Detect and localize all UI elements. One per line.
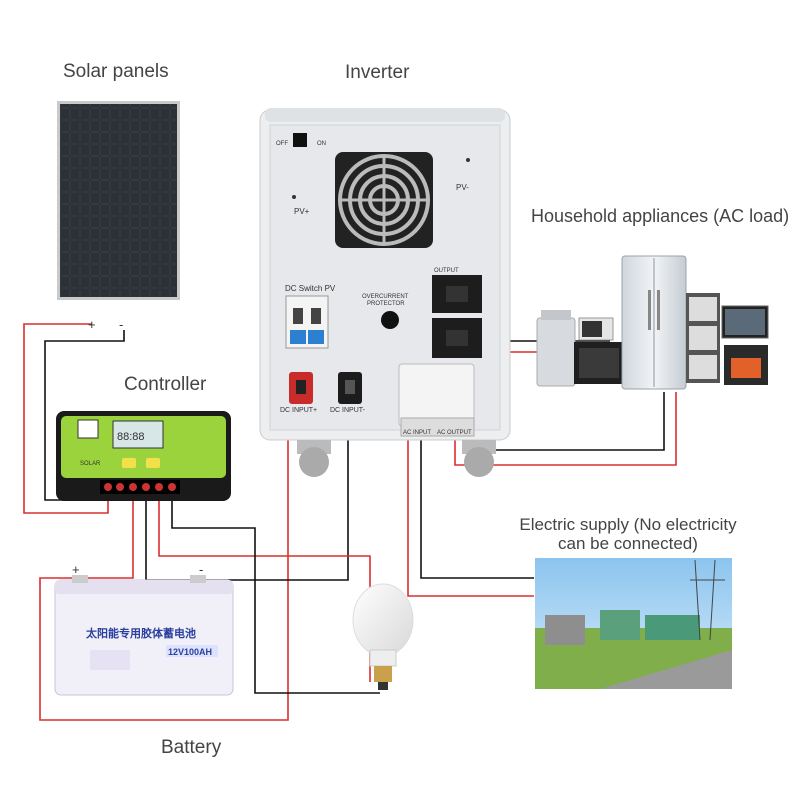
wire-ctrl-batt-plus — [39, 430, 289, 721]
ac-input-label: AC INPUT — [403, 430, 431, 436]
wire-ac-input-black — [420, 428, 534, 579]
power-switch-icon[interactable] — [293, 133, 307, 147]
charge-controller: 88:88 SOLAR — [56, 411, 231, 501]
dc-terminal-minus[interactable] — [338, 372, 362, 404]
panel-plus-mark: + — [88, 317, 96, 332]
battery-label: Battery — [161, 737, 222, 758]
dc-input-plus-label: DC INPUT+ — [280, 407, 317, 414]
output-label: OUTPUT — [434, 268, 459, 274]
wire-ac-output-red — [454, 392, 677, 466]
battery-model: 12V100AH — [168, 647, 212, 657]
overcurrent-label-1: OVERCURRENT — [362, 294, 409, 300]
wire-ac-input-red — [407, 428, 534, 597]
wire-ctrl-batt-minus — [145, 377, 349, 581]
battery: 太阳能专用胶体蓄电池 12V100AH — [54, 575, 234, 696]
wire-ctrl-bulb-minus — [171, 490, 380, 694]
wire-panel-plus — [23, 323, 109, 514]
controller-button-2[interactable] — [146, 458, 160, 468]
battery-plus-mark: + — [72, 562, 80, 577]
dc-switch-label: DC Switch PV — [285, 284, 336, 293]
fan-grille-icon — [335, 152, 433, 248]
dc-breaker[interactable] — [285, 295, 329, 349]
controller-button-1[interactable] — [122, 458, 136, 468]
switch-on-label: ON — [317, 141, 326, 147]
ac-socket-1[interactable] — [432, 275, 482, 313]
ac-terminal-cover[interactable] — [398, 363, 475, 427]
dc-terminal-plus[interactable] — [289, 372, 313, 404]
pv-minus-label: PV- — [456, 183, 469, 192]
electric-supply-label: Electric supply (No electricity can be c… — [512, 515, 744, 553]
inverter-wheels — [297, 440, 496, 477]
household-appliances — [536, 255, 769, 390]
light-bulb-icon — [352, 583, 414, 690]
inverter-label: Inverter — [345, 62, 410, 83]
controller-label: Controller — [124, 374, 207, 395]
pv-plus-label: PV+ — [294, 207, 310, 216]
panel-minus-mark: - — [119, 317, 123, 332]
switch-off-label: OFF — [276, 141, 288, 147]
controller-display: 88:88 — [117, 431, 145, 443]
electric-supply-line2: can be connected) — [558, 534, 698, 553]
solar-panel — [57, 101, 180, 300]
electric-supply-line1: Electric supply (No electricity — [519, 515, 737, 534]
ac-socket-2[interactable] — [432, 318, 482, 358]
solar-panels-label: Solar panels — [63, 61, 169, 82]
dc-input-minus-label: DC INPUT- — [330, 407, 366, 414]
household-appliances-label: Household appliances (AC load) — [531, 206, 790, 226]
overcurrent-label-2: PROTECTOR — [367, 301, 405, 307]
power-station-image — [535, 558, 732, 689]
controller-brand: SOLAR — [80, 461, 101, 467]
battery-minus-mark: - — [199, 562, 203, 577]
inverter: OFF ON PV+ PV- DC Switch PV OVERCURRENT … — [259, 108, 511, 477]
battery-title: 太阳能专用胶体蓄电池 — [85, 626, 196, 640]
overcurrent-button-icon[interactable] — [381, 311, 399, 329]
ac-output-label: AC OUTPUT — [437, 430, 472, 436]
